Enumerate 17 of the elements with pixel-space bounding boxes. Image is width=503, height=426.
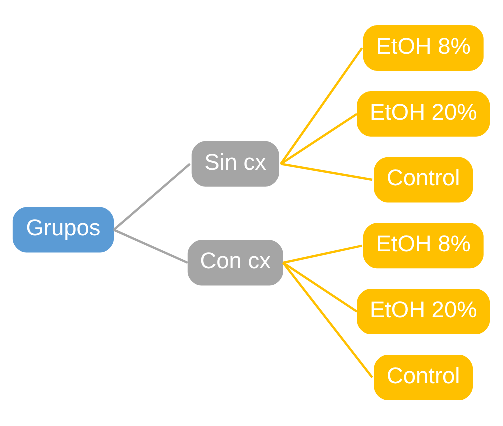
node-box: Con cx [188, 240, 284, 286]
node-box: Grupos [12, 207, 114, 253]
node-box: Control [374, 355, 474, 400]
connector [282, 262, 374, 378]
connector [280, 163, 373, 182]
node-box: EtOH 20% [357, 91, 490, 137]
connector [113, 163, 191, 231]
node-box: EtOH 8% [363, 26, 484, 71]
node-box: Sin cx [192, 141, 280, 187]
connector [283, 244, 362, 264]
node-box: EtOH 8% [363, 223, 484, 269]
node-box: Control [374, 157, 474, 203]
node-box: EtOH 20% [357, 289, 490, 335]
connector [280, 113, 358, 166]
connector [282, 262, 358, 313]
connector [114, 229, 188, 264]
connector [280, 48, 364, 165]
